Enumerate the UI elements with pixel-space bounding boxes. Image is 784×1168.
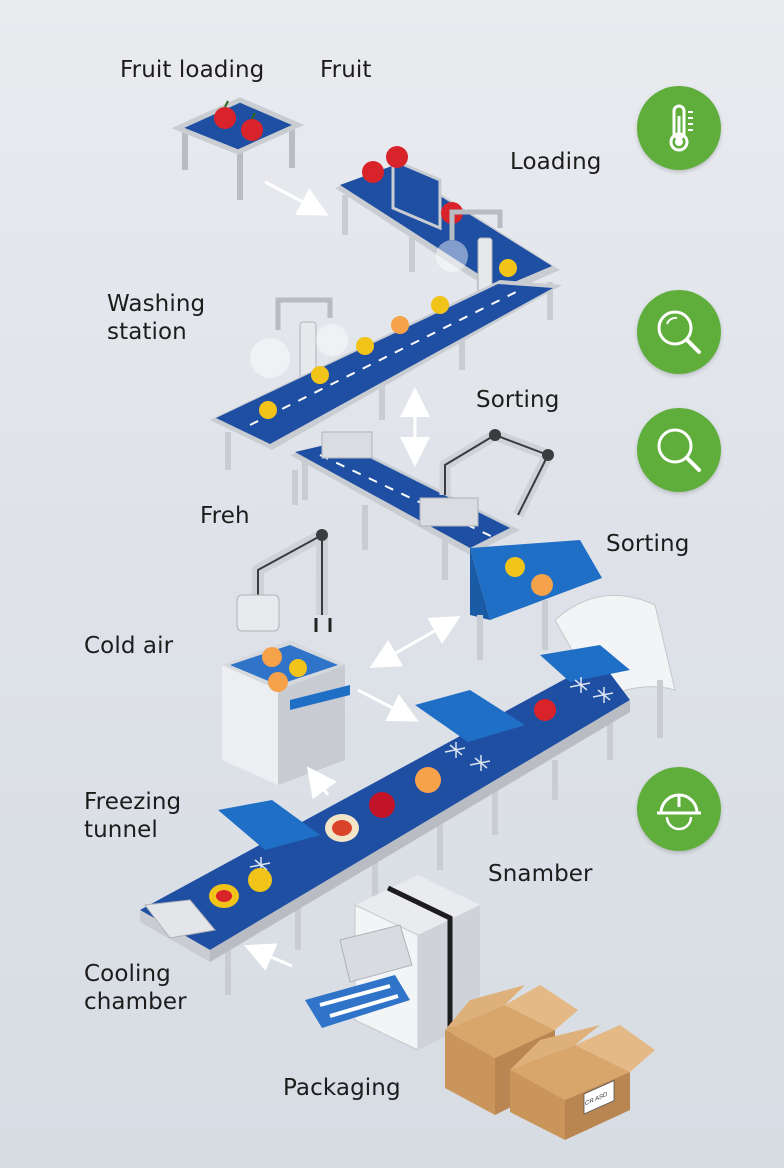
fruit-on-tunnel — [209, 699, 556, 908]
washing-sprayer — [250, 209, 503, 389]
flow-arrow — [243, 943, 293, 971]
cooling-chamber-label: Cooling chamber — [84, 961, 187, 1016]
washing-station-label: Washing station — [107, 291, 206, 346]
cold-air-label: Cold air — [84, 633, 174, 659]
hard-hat-icon — [637, 767, 721, 851]
frost-pattern — [249, 677, 614, 873]
search-icon — [637, 408, 721, 492]
double-arrow — [369, 616, 461, 668]
freezing-tunnel-label: Freezing tunnel — [84, 789, 182, 844]
packaging-label: Packaging — [283, 1075, 401, 1101]
fruit-on-hopper — [505, 557, 553, 596]
cold-air-unit — [222, 640, 350, 785]
apple-group-2 — [362, 146, 463, 224]
packaging-machine — [305, 875, 480, 1051]
snamber-label: Snamber — [488, 861, 593, 887]
apple-group-1 — [214, 100, 263, 141]
fruit-label: Fruit — [320, 57, 372, 83]
flow-arrow — [264, 180, 329, 216]
fruit-loading-table — [171, 97, 305, 200]
cardboard-boxes: CR ASD — [445, 985, 655, 1140]
flow-arrow — [306, 766, 337, 800]
robotic-arm-2 — [236, 529, 332, 632]
sorting-label-1: Sorting — [476, 387, 560, 413]
robotic-arm-1 — [439, 429, 554, 518]
loading-label: Loading — [510, 149, 602, 175]
middle-conveyor — [210, 280, 562, 500]
lower-conveyor — [290, 431, 520, 580]
thermometer-icon — [637, 86, 721, 170]
fruit-in-unit — [262, 647, 307, 692]
flow-arrow — [357, 688, 419, 722]
fruit-on-belt-1 — [259, 259, 517, 419]
sorting-label-2: Sorting — [606, 531, 690, 557]
freh-label: Freh — [200, 503, 250, 529]
fruit-loading-label: Fruit loading — [120, 57, 265, 83]
search-icon — [637, 290, 721, 374]
